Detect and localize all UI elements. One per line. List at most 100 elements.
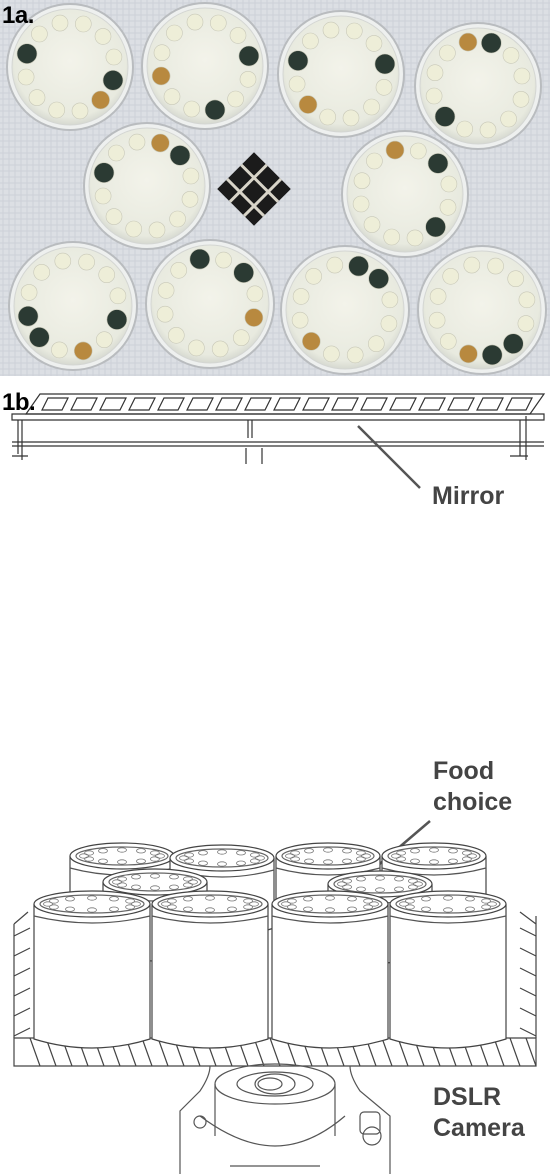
petri-dish xyxy=(6,3,134,131)
food-choice-callout-line2: choice xyxy=(433,788,513,816)
food-well xyxy=(181,191,199,208)
food-well xyxy=(346,346,364,364)
food-well xyxy=(78,253,95,271)
food-well xyxy=(512,91,530,108)
food-well xyxy=(210,14,227,32)
food-well xyxy=(326,256,344,274)
food-well xyxy=(94,28,112,45)
camera-callout-line1: DSLR xyxy=(433,1083,502,1111)
food-well xyxy=(148,221,166,239)
food-well xyxy=(157,282,175,299)
food-well xyxy=(500,110,517,128)
petri-dish xyxy=(141,2,269,130)
food-well xyxy=(380,315,398,332)
food-choice-callout-line1: Food xyxy=(433,757,495,785)
food-well xyxy=(151,66,171,86)
food-well xyxy=(105,208,123,225)
food-well xyxy=(322,21,340,39)
food-well xyxy=(479,121,497,139)
food-well xyxy=(98,266,115,284)
food-well xyxy=(406,229,424,247)
food-well xyxy=(425,216,446,238)
food-well xyxy=(169,210,186,228)
panel-label-1b: 1b. xyxy=(2,389,36,416)
food-well xyxy=(426,64,444,81)
food-well xyxy=(239,71,257,88)
food-well xyxy=(428,311,446,329)
food-well xyxy=(96,331,113,349)
food-well xyxy=(427,153,449,174)
food-well xyxy=(244,308,264,327)
food-well xyxy=(429,288,447,305)
petri-dish xyxy=(8,241,138,371)
food-well xyxy=(227,90,244,108)
food-well xyxy=(288,75,306,93)
food-well xyxy=(71,102,89,120)
food-well xyxy=(291,311,309,329)
food-well xyxy=(305,267,323,285)
food-well xyxy=(439,44,456,62)
food-well xyxy=(94,187,112,205)
food-well xyxy=(365,35,383,52)
food-well xyxy=(91,90,110,110)
food-well xyxy=(17,305,39,327)
food-well xyxy=(480,32,502,54)
food-well xyxy=(153,44,171,62)
food-well xyxy=(33,263,51,281)
dslr-camera xyxy=(179,1063,391,1174)
food-well xyxy=(287,50,309,72)
food-well xyxy=(442,267,460,285)
food-well xyxy=(109,287,127,305)
food-well xyxy=(368,268,390,290)
panel-1a: 1a. xyxy=(0,0,550,376)
food-well xyxy=(323,345,340,363)
mirror-rack xyxy=(11,393,546,464)
food-well xyxy=(517,315,535,332)
food-well xyxy=(128,133,146,151)
food-well xyxy=(108,144,125,162)
jar xyxy=(151,890,269,1049)
food-well xyxy=(302,32,319,50)
food-well xyxy=(439,199,457,216)
food-well xyxy=(353,172,371,189)
jar xyxy=(389,890,507,1049)
food-well xyxy=(367,335,385,353)
food-well xyxy=(48,101,66,119)
food-well xyxy=(215,251,232,269)
food-well xyxy=(106,309,128,330)
food-well xyxy=(375,79,393,96)
food-well xyxy=(345,22,363,40)
food-well xyxy=(28,89,46,106)
food-well xyxy=(189,248,211,270)
food-well xyxy=(54,252,72,270)
food-well xyxy=(93,162,115,183)
panel-label-1a: 1a. xyxy=(2,2,34,29)
food-well xyxy=(502,333,524,355)
food-well xyxy=(487,257,504,275)
food-well xyxy=(166,24,183,42)
food-well xyxy=(229,27,247,44)
food-well xyxy=(440,175,458,193)
food-well xyxy=(188,339,205,357)
food-well xyxy=(456,120,474,138)
food-well xyxy=(204,99,226,121)
camera-callout: DSLR Camera xyxy=(433,1082,525,1144)
food-well xyxy=(381,291,399,309)
food-well xyxy=(348,255,369,277)
jar xyxy=(33,890,151,1049)
panel-1b: 1b. Mirror Food choice DSLR Camera xyxy=(0,376,550,1174)
food-well xyxy=(439,332,457,350)
petri-dish xyxy=(341,130,469,258)
food-choice-callout: Food choice xyxy=(433,756,512,818)
mirror-callout: Mirror xyxy=(432,482,505,510)
food-well xyxy=(319,108,337,126)
petri-dish-photo xyxy=(0,0,550,376)
petri-dish xyxy=(83,122,211,250)
food-well xyxy=(292,288,310,305)
food-well xyxy=(352,195,370,213)
food-well xyxy=(51,14,69,32)
food-well xyxy=(518,291,536,309)
food-well xyxy=(183,100,200,118)
food-well xyxy=(459,344,478,364)
food-well xyxy=(363,216,381,233)
